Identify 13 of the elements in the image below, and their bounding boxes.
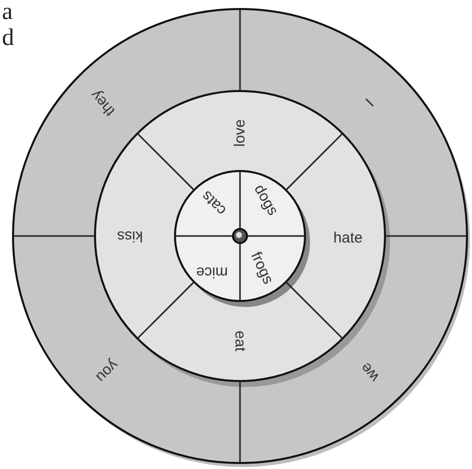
wheel-word: we: [358, 360, 382, 384]
wheel-word: eat: [232, 330, 248, 352]
wheel-word: kiss: [117, 228, 143, 244]
wheel-word: hate: [333, 230, 363, 246]
wheel-word: love: [232, 119, 248, 147]
text-fragment: d: [2, 26, 14, 50]
wheel-word: frogs: [248, 250, 276, 286]
wheel-word: you: [93, 357, 121, 385]
wheel-word: cats: [198, 188, 230, 218]
wheel-word: mice: [196, 264, 228, 280]
wheel-word: I: [363, 96, 377, 110]
text-fragment: a: [2, 0, 13, 24]
wheel-word: they: [88, 87, 118, 119]
